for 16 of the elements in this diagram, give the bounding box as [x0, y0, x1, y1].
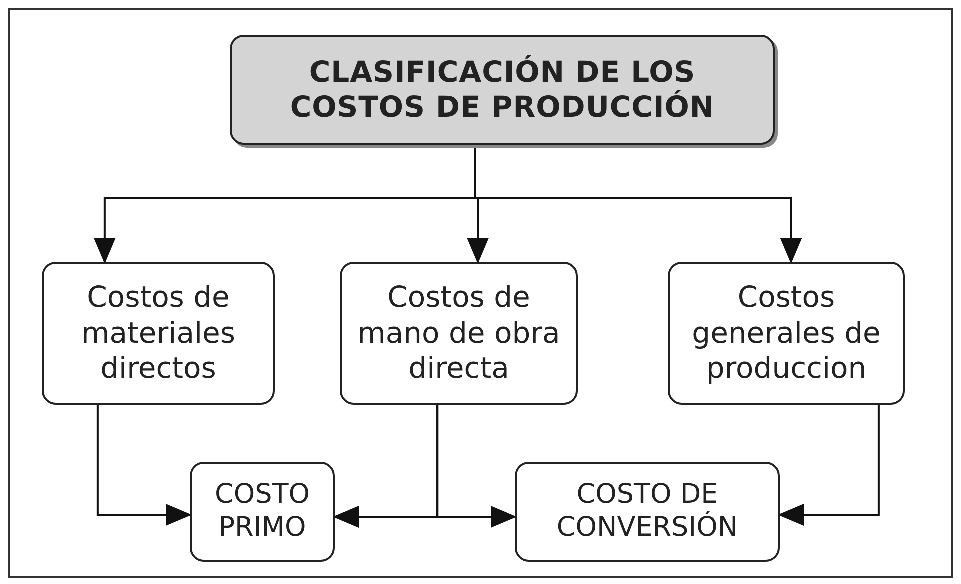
process-box [340, 262, 578, 405]
arrow [474, 145, 802, 264]
process-box [42, 262, 275, 405]
process-box [515, 462, 780, 562]
box-label: Costos generales de produccion [691, 280, 882, 387]
box-label: Costos de mano de obra directa [356, 280, 562, 387]
title-box [230, 35, 775, 145]
box-label: COSTO DE CONVERSIÓN [556, 479, 740, 545]
box-label: Costos de materiales directos [80, 280, 236, 387]
box-label: CLASIFICACIÓN DE LOS COSTOS DE PRODUCCIÓN [289, 54, 716, 126]
arrow [436, 405, 517, 528]
process-box [668, 262, 905, 405]
box-label: COSTO PRIMO [214, 479, 311, 545]
arrow [96, 405, 192, 526]
arrow [778, 405, 880, 526]
process-box [190, 462, 335, 562]
